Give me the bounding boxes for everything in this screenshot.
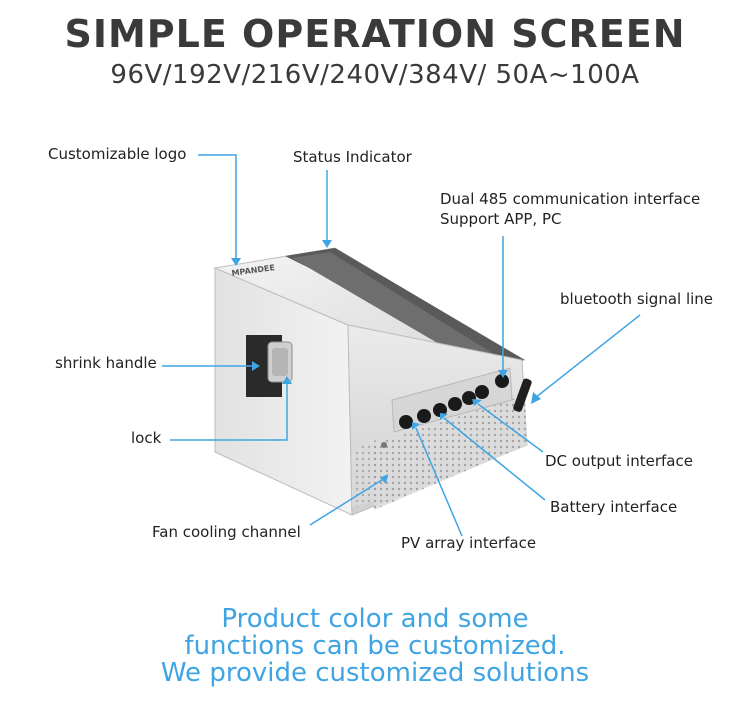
callout-pv-array: PV array interface bbox=[401, 534, 537, 552]
arrow-lock bbox=[282, 376, 292, 384]
callout-customizable-logo: Customizable logo bbox=[48, 145, 187, 163]
arrow-dc bbox=[472, 399, 482, 406]
callout-line-logo bbox=[198, 154, 237, 262]
device-top-face bbox=[213, 247, 525, 365]
callout-lock: lock bbox=[131, 429, 162, 447]
callout-battery-interface: Battery interface bbox=[550, 498, 678, 516]
arrow-battery bbox=[440, 413, 448, 420]
port-dc-1 bbox=[462, 391, 476, 405]
callout-line-fan bbox=[309, 477, 386, 526]
arrow-logo bbox=[231, 258, 241, 266]
arrow-handle bbox=[252, 361, 260, 371]
callout-lines bbox=[162, 154, 641, 537]
arrow-status bbox=[322, 240, 332, 248]
callout-bluetooth: bluetooth signal line bbox=[560, 290, 714, 308]
port-rs485 bbox=[495, 374, 509, 388]
callout-485-line2: Support APP, PC bbox=[440, 210, 562, 228]
port-pv-1 bbox=[399, 415, 413, 429]
port-dc-2 bbox=[475, 385, 489, 399]
arrow-fan bbox=[380, 474, 388, 484]
arrow-485 bbox=[498, 370, 508, 378]
port-battery-2 bbox=[448, 397, 462, 411]
callout-shrink-handle: shrink handle bbox=[55, 354, 157, 372]
bluetooth-antenna bbox=[513, 378, 532, 412]
arrow-pv bbox=[412, 422, 420, 430]
callout-line-lock bbox=[170, 380, 288, 441]
port-pv-2 bbox=[417, 409, 431, 423]
footer-line-3: We provide customized solutions bbox=[160, 658, 590, 688]
callout-status-indicator: Status Indicator bbox=[293, 148, 412, 166]
footer-line-1: Product color and some bbox=[221, 604, 529, 634]
callout-line-dc bbox=[477, 403, 544, 453]
callout-line-bluetooth bbox=[534, 314, 641, 399]
page-subtitle: 96V/192V/216V/240V/384V/ 50A~100A bbox=[110, 60, 640, 90]
callout-line-battery bbox=[443, 417, 546, 501]
callout-line-pv bbox=[415, 427, 463, 537]
arrow-bluetooth bbox=[531, 392, 541, 404]
page-title: SIMPLE OPERATION SCREEN bbox=[64, 12, 686, 56]
footer-line-2: functions can be customized. bbox=[184, 631, 566, 661]
callout-485-line1: Dual 485 communication interface bbox=[440, 190, 701, 208]
callout-fan-cooling: Fan cooling channel bbox=[152, 523, 301, 541]
callout-dc-output: DC output interface bbox=[545, 452, 693, 470]
